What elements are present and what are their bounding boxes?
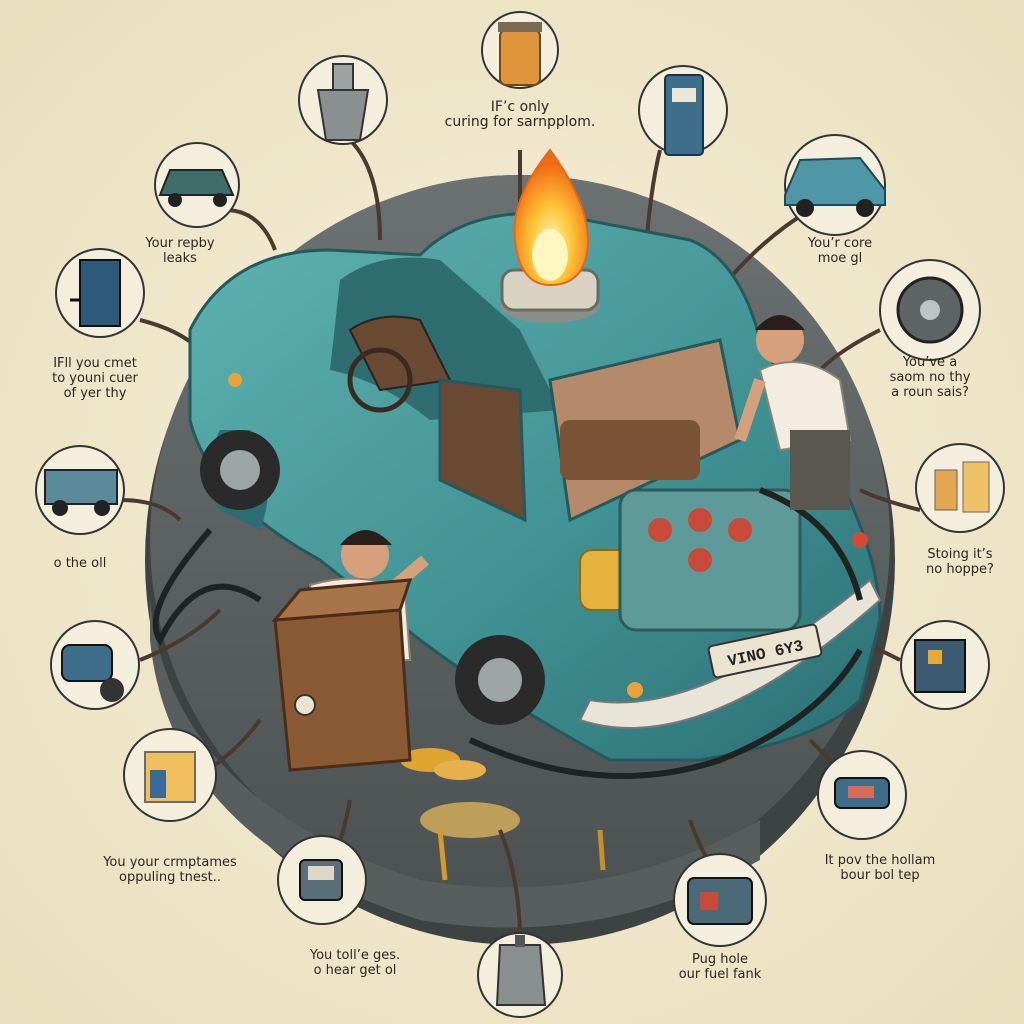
center-caption: IF’c only curing for sarnpplom.: [415, 100, 625, 130]
label-line: to youni cuer: [52, 371, 138, 386]
label-line: saom no thy: [889, 370, 971, 385]
label-symptoms: You your crmptames oppuling tnest..: [65, 855, 275, 885]
label-line: o the oll: [53, 556, 107, 571]
label-line: You toll’e ges.: [309, 948, 401, 963]
label-line: You your crmptames: [103, 855, 237, 870]
jerrycan-icon: [477, 932, 563, 1018]
label-line: our fuel fank: [678, 967, 762, 982]
vintage-car-icon: [154, 142, 240, 228]
engine-part-icon: [50, 620, 140, 710]
label-line: no hoppe?: [926, 562, 994, 577]
label-seam: You’ve a saom no thy a roun sais?: [860, 355, 1000, 400]
label-line: IFll you cmet: [53, 356, 137, 371]
label-line: Your repby: [145, 236, 215, 251]
label-line: Stoing it’s: [927, 547, 993, 562]
label-line: of yer thy: [63, 386, 127, 401]
label-line: bour bol tep: [840, 868, 920, 883]
label-meet-your: IFll you cmet to youni cuer of yer thy: [20, 356, 170, 401]
flame-burner: [500, 148, 600, 323]
oil-jar-icon: [481, 11, 559, 89]
wooden-crate: [271, 578, 413, 772]
oil-can-icon: [298, 55, 388, 145]
label-line: oppuling tnest..: [118, 870, 221, 885]
mechanic-rear: [734, 315, 852, 510]
tank-machine-icon: [55, 248, 145, 338]
label-the-oil: o the oll: [25, 556, 135, 571]
label-leaks: Your repby leaks: [125, 236, 235, 266]
blue-car-icon: [784, 134, 886, 236]
beakers-icon: [915, 443, 1005, 533]
battery-icon: [900, 620, 990, 710]
label-plug-hole: Pug hole our fuel fank: [645, 952, 795, 982]
oil-bottle-icon: [123, 728, 217, 822]
label-line: leaks: [163, 251, 197, 266]
center-caption-line-2: curing for sarnpplom.: [444, 114, 596, 130]
label-line: It pov the hollam: [824, 853, 936, 868]
fuel-pump-icon: [638, 65, 728, 156]
label-strong: Stoing it’s no hoppe?: [900, 547, 1020, 577]
vintage-car: VINO 6Y3: [188, 211, 882, 762]
red-car-icon: [817, 750, 907, 840]
label-gas: You toll’e ges. o hear get ol: [275, 948, 435, 978]
center-caption-line-1: IF’c only: [490, 99, 550, 115]
label-more-oil: You’r core moe gl: [785, 236, 895, 266]
truck-icon: [35, 445, 125, 535]
label-line: moe gl: [817, 251, 863, 266]
fuel-meter-icon: [277, 835, 367, 925]
label-line: You’r core: [807, 236, 873, 251]
label-line: You’ve a: [902, 355, 958, 370]
toolbox-icon: [673, 853, 767, 947]
label-hollam: It pov the hollam bour bol tep: [790, 853, 970, 883]
label-line: a roun sais?: [891, 385, 969, 400]
brake-disc-icon: [879, 259, 981, 361]
label-line: o hear get ol: [313, 963, 397, 978]
label-line: Pug hole: [691, 952, 749, 967]
